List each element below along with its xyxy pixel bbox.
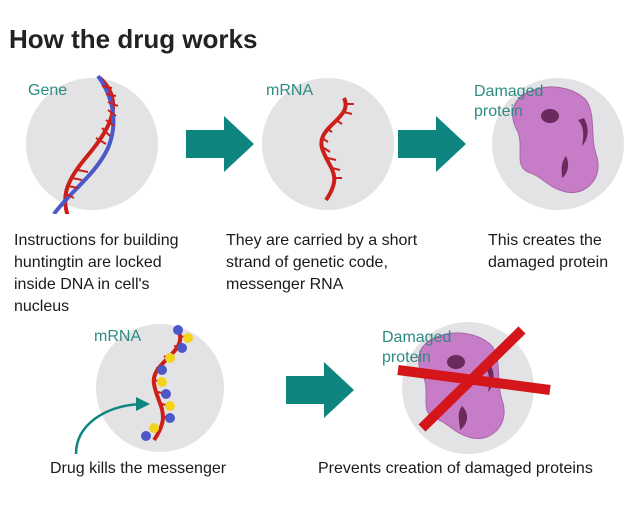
dna-icon [52, 74, 119, 214]
curved-arrow-icon [74, 397, 150, 455]
drug-circle [96, 324, 224, 452]
protein-label: Damaged protein [474, 83, 544, 120]
cross-icon [397, 326, 551, 432]
drug-caption: Drug kills the messenger [50, 460, 227, 477]
mrna-circle [262, 78, 394, 210]
drug-mrna-label: mRNA [94, 328, 142, 345]
protein-circle [492, 78, 624, 210]
gene-caption: Instructions for building huntingtin are… [14, 232, 179, 315]
arrow-icon [286, 362, 354, 418]
arrow-icon [398, 116, 466, 172]
mrna-caption: They are carried by a short strand of ge… [226, 232, 418, 293]
protein-caption: This creates the damaged protein [488, 232, 609, 271]
arrow-icon [186, 116, 254, 172]
prevent-protein-label: Damaged protein [382, 329, 452, 366]
gene-circle [26, 74, 158, 214]
prevent-caption: Prevents creation of damaged proteins [318, 460, 593, 477]
page-title: How the drug works [9, 24, 258, 54]
gene-label: Gene [28, 82, 68, 99]
mrna-drug-icon [141, 325, 193, 442]
mrna-icon [319, 97, 354, 202]
damaged-protein-icon [512, 86, 599, 193]
prevented-protein-circle [397, 322, 551, 454]
mrna-label: mRNA [266, 82, 314, 99]
